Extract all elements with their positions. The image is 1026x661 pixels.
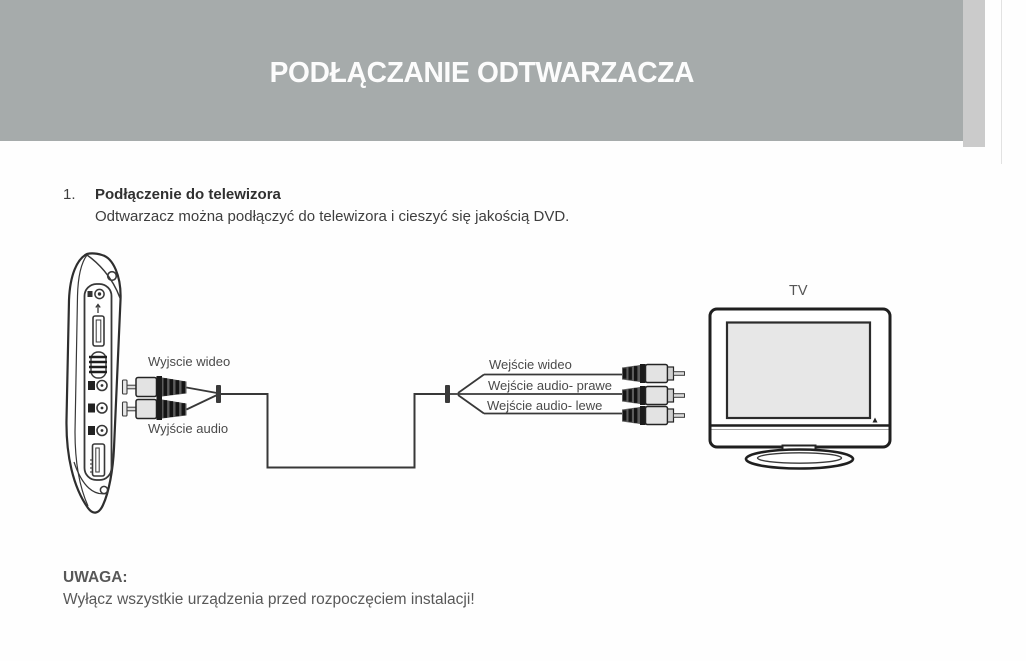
usb-port (92, 315, 105, 347)
dvd-player-illustration (65, 252, 122, 514)
rca-plug-video-left (121, 376, 187, 398)
av-jack-video (88, 379, 108, 392)
usb-symbol-icon (95, 303, 101, 313)
page-title: PODŁĄCZANIE ODTWARZACZA (269, 57, 694, 89)
label-tv-audio-in-right: Wejście audio- prawe (488, 378, 613, 393)
card-slot (90, 443, 106, 477)
tv-stand-base-inner (756, 452, 843, 464)
av-jack-audio-2 (88, 424, 108, 437)
note-heading: UWAGA: (63, 569, 128, 586)
label-tv-video-in: Wejście wideo (489, 357, 572, 372)
label-player-video-out: Wyjscie wideo (148, 354, 231, 369)
section-heading: Podłączenie do telewizora (95, 186, 281, 203)
note-body: Wyłącz wszystkie urządzenia przed rozpoc… (63, 591, 475, 608)
title-banner: PODŁĄCZANIE ODTWARZACZA (0, 0, 963, 141)
player-hinge-top (106, 270, 118, 282)
av-jack-audio-1 (88, 402, 108, 414)
tv-indicator (872, 417, 878, 423)
label-tv-audio-in-left: Wejście audio- lewe (487, 398, 603, 413)
section-number: 1. (63, 186, 76, 203)
player-face-panel (83, 283, 113, 481)
rca-plug-video-right (622, 363, 685, 384)
player-hinge-bottom (99, 485, 109, 495)
tv-screen (725, 321, 872, 420)
rca-plug-audio-left-channel (622, 405, 685, 426)
page-fold-line (1001, 0, 1002, 164)
cable-junction-right (445, 385, 450, 403)
tv-illustration (708, 307, 892, 470)
tv-label: TV (789, 283, 808, 299)
cable-fanout (450, 373, 624, 415)
section-body: Odtwarzacz można podłączyć do telewizora… (95, 208, 570, 225)
cable-run (186, 373, 624, 469)
volume-wheel (89, 351, 107, 379)
label-player-audio-out: Wyjście audio (148, 421, 229, 436)
banner-edge (963, 0, 985, 147)
cable-junction-left (216, 385, 221, 403)
player-left-seam (74, 254, 89, 507)
player-top-seam (86, 254, 121, 299)
rca-plug-audio-right-channel (622, 385, 685, 406)
connection-diagram (65, 252, 892, 514)
rca-plug-audio-left (121, 398, 187, 420)
power-jack (87, 288, 105, 300)
